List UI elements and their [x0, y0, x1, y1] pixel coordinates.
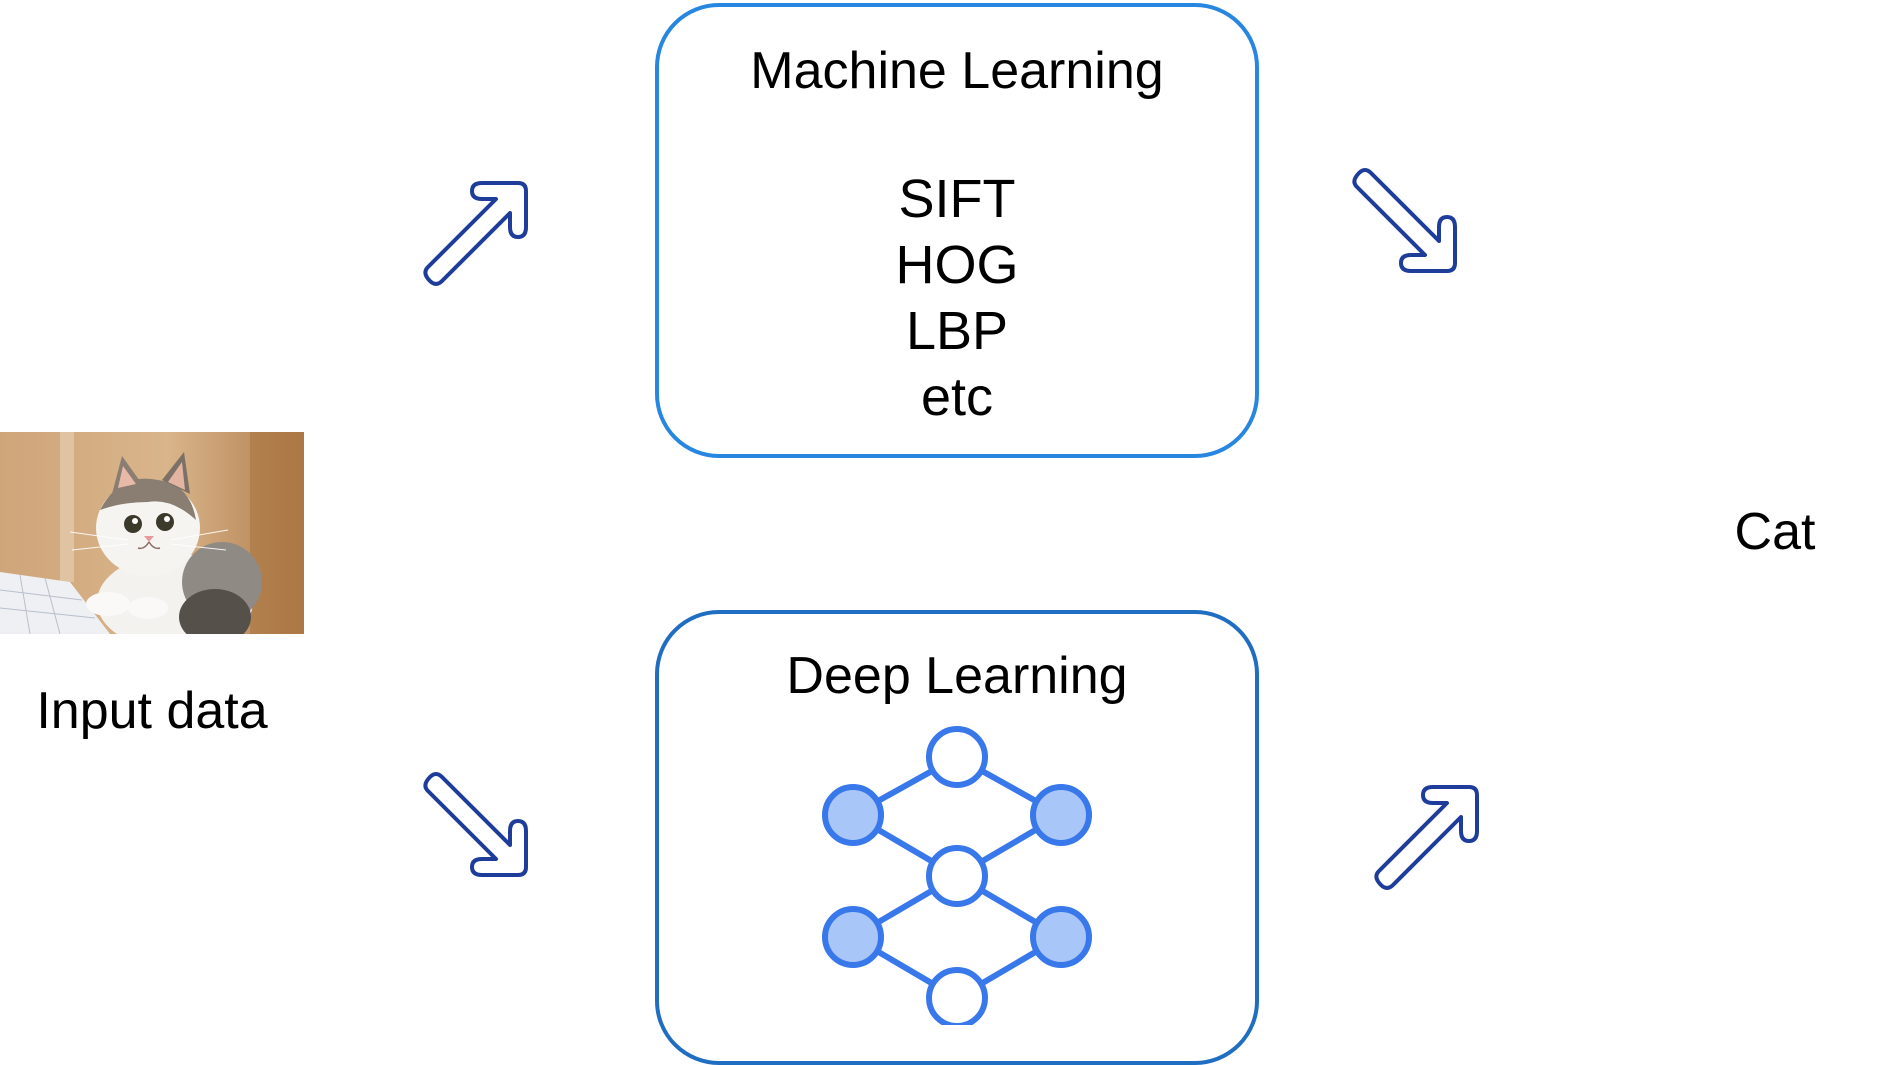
- arrow-down-right-icon: [1352, 168, 1457, 273]
- arrow-up-right-icon: [1374, 785, 1479, 890]
- deep-learning-box: Deep Learning: [655, 610, 1259, 1065]
- input-label: Input data: [36, 682, 268, 740]
- arrow-down-right-icon: [423, 772, 528, 877]
- network-node: [822, 906, 884, 968]
- neural-network-icon: [822, 726, 1092, 1025]
- network-node: [926, 967, 988, 1025]
- network-node: [926, 726, 988, 788]
- network-node: [1030, 784, 1092, 846]
- cat-photo: [0, 432, 304, 634]
- network-node: [926, 845, 988, 907]
- feature-item: HOG: [895, 235, 1019, 295]
- feature-item: etc: [920, 367, 994, 427]
- network-node: [822, 784, 884, 846]
- network-node: [1030, 906, 1092, 968]
- feature-item: LBP: [905, 301, 1009, 361]
- machine-learning-title: Machine Learning: [750, 42, 1164, 100]
- arrow-up-right-icon: [423, 181, 528, 286]
- output-label: Cat: [1734, 503, 1816, 561]
- input-image: [0, 432, 304, 634]
- feature-list: SIFT HOG LBP etc: [659, 166, 1255, 430]
- machine-learning-box: Machine Learning SIFT HOG LBP etc: [655, 3, 1259, 458]
- deep-learning-title: Deep Learning: [786, 647, 1128, 705]
- feature-item: SIFT: [898, 169, 1016, 229]
